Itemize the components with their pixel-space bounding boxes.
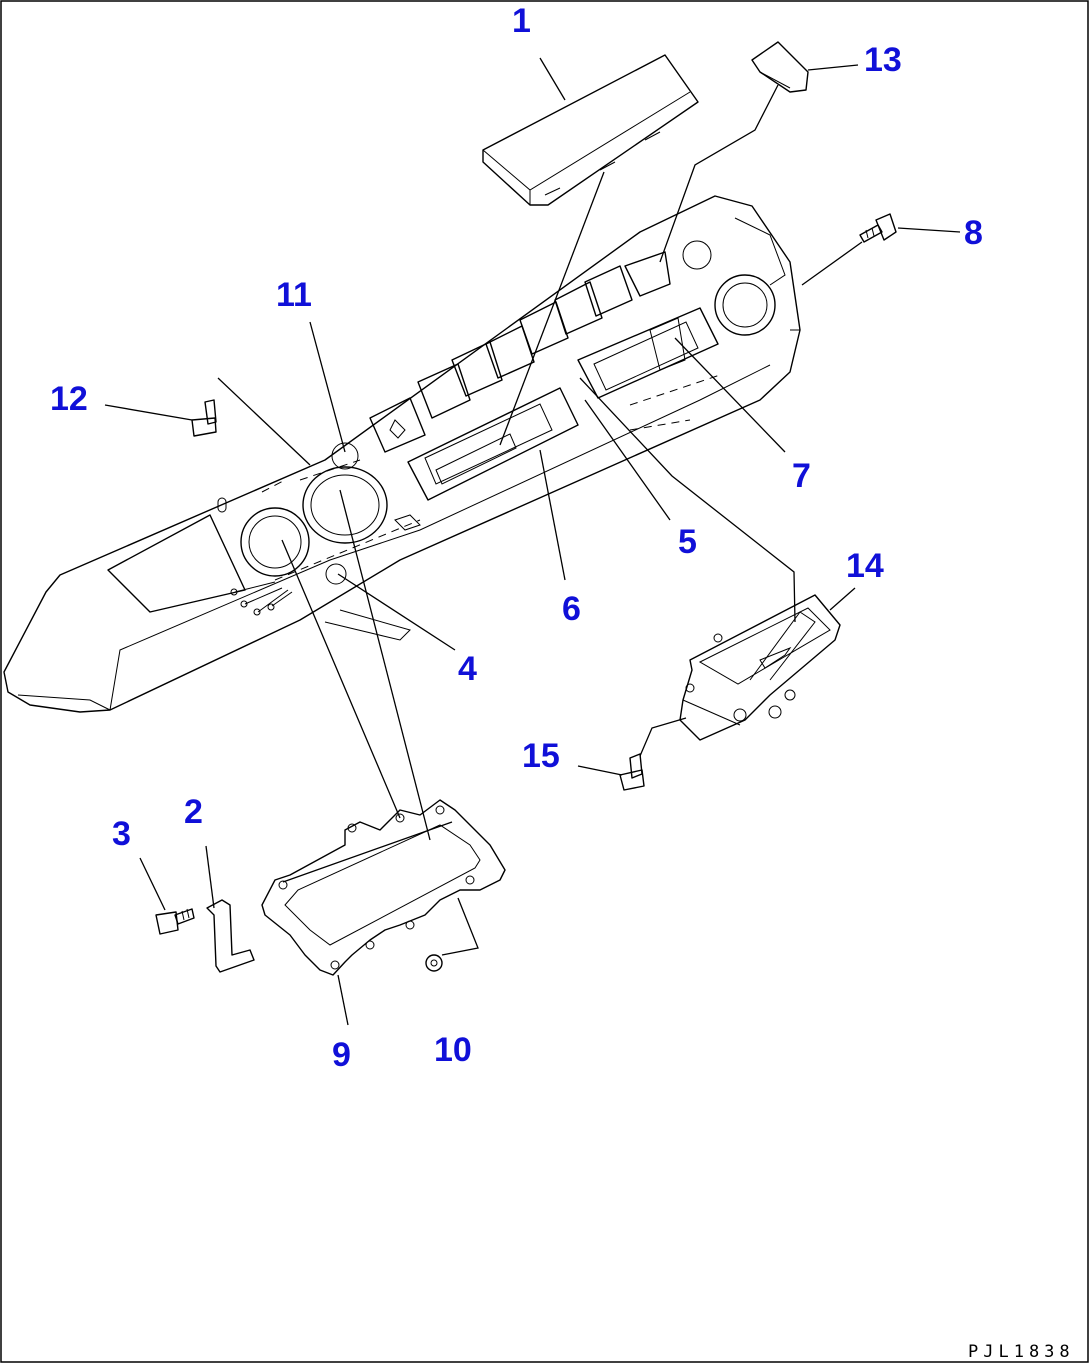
screw-part-15 bbox=[619, 753, 645, 791]
gauge-11 bbox=[302, 466, 388, 544]
bracket-part-2 bbox=[206, 899, 255, 973]
callout-10: 10 bbox=[434, 1031, 472, 1069]
switch-panel-6 bbox=[407, 387, 579, 501]
gauge-4 bbox=[240, 507, 310, 577]
callout-8: 8 bbox=[964, 214, 983, 252]
lever-box-part-14 bbox=[679, 594, 841, 741]
callout-2: 2 bbox=[184, 793, 203, 831]
callout-12: 12 bbox=[50, 380, 88, 418]
callout-13: 13 bbox=[864, 41, 902, 79]
callout-3: 3 bbox=[112, 815, 131, 853]
wire-harness bbox=[230, 581, 293, 616]
drawing-code: PJL1838 bbox=[968, 1342, 1075, 1362]
callout-9: 9 bbox=[332, 1036, 351, 1074]
screw-part-12 bbox=[191, 399, 217, 437]
callout-labels: 1 2 3 4 5 6 7 8 9 10 11 12 13 14 15 bbox=[50, 2, 983, 1074]
clip-part-13 bbox=[751, 41, 809, 93]
cover-part-1 bbox=[482, 54, 699, 206]
callout-4: 4 bbox=[458, 650, 477, 688]
nut-part-10 bbox=[425, 954, 443, 972]
left-display-window bbox=[107, 514, 246, 613]
callout-11: 11 bbox=[276, 276, 312, 314]
callout-1: 1 bbox=[512, 2, 531, 40]
leader-lines bbox=[104, 57, 961, 1026]
frame-part-9 bbox=[261, 799, 506, 976]
callout-6: 6 bbox=[562, 590, 581, 628]
knob-housing-8 bbox=[714, 274, 776, 336]
callout-7: 7 bbox=[792, 457, 811, 495]
callout-15: 15 bbox=[522, 737, 560, 775]
indicator-lamp-row bbox=[369, 240, 712, 453]
callout-14: 14 bbox=[846, 547, 884, 585]
callout-5: 5 bbox=[678, 523, 697, 561]
screw-part-8 bbox=[859, 213, 897, 243]
switch-panel-7 bbox=[577, 307, 719, 399]
dashboard-console bbox=[3, 195, 801, 713]
screw-part-3 bbox=[155, 908, 195, 935]
